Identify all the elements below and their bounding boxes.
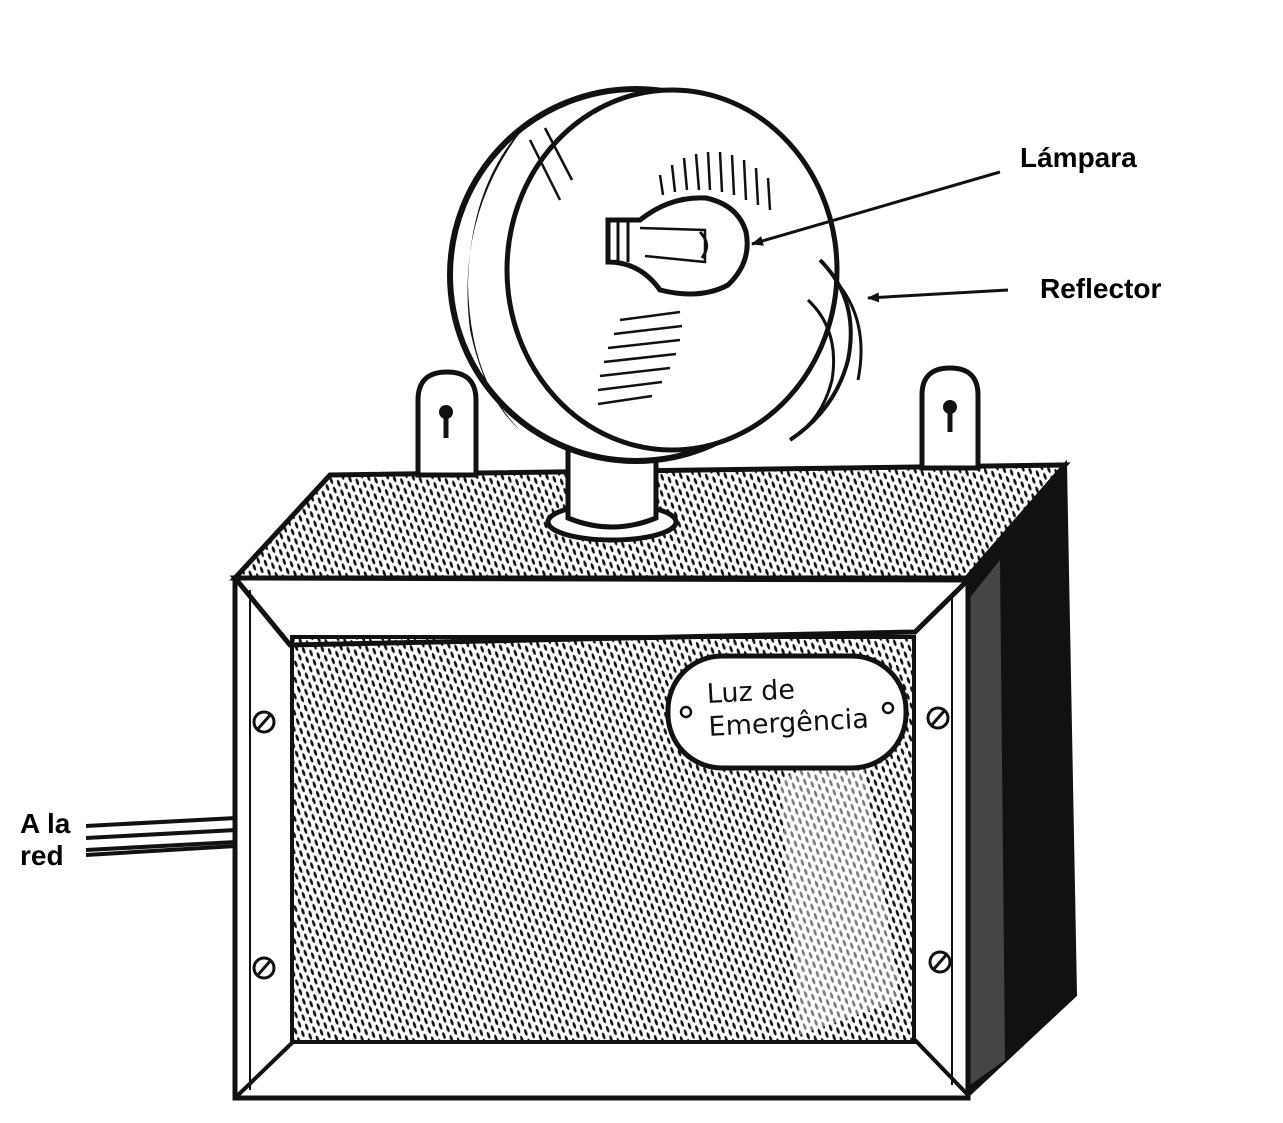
lamp-bulb	[605, 195, 750, 297]
reflector-arrow	[867, 288, 1009, 303]
mains-label: A la red	[20, 808, 70, 872]
nameplate-text: Luz de Emergência	[706, 670, 870, 744]
screw-icon	[252, 956, 276, 980]
mains-label-line2: red	[20, 840, 64, 871]
mains-cable	[85, 816, 237, 857]
lamp-neck	[565, 445, 659, 530]
lampara-label: Lámpara	[1020, 142, 1137, 173]
front-bevel	[229, 575, 975, 648]
mounting-tab-left	[415, 369, 479, 478]
box-side-highlight	[968, 560, 1005, 1085]
reflector-label: Reflector	[1040, 273, 1162, 304]
reflector-hatching	[528, 127, 772, 406]
screw-icon	[252, 710, 276, 734]
panel-glare	[780, 740, 900, 1035]
nameplate	[665, 653, 909, 771]
lampara-arrow	[751, 170, 1001, 246]
mounting-tab-right	[919, 365, 981, 471]
screw-icon	[928, 950, 952, 974]
mains-label-line1: A la	[20, 808, 71, 839]
screw-icon	[926, 706, 950, 730]
housing-shadow	[467, 120, 530, 430]
